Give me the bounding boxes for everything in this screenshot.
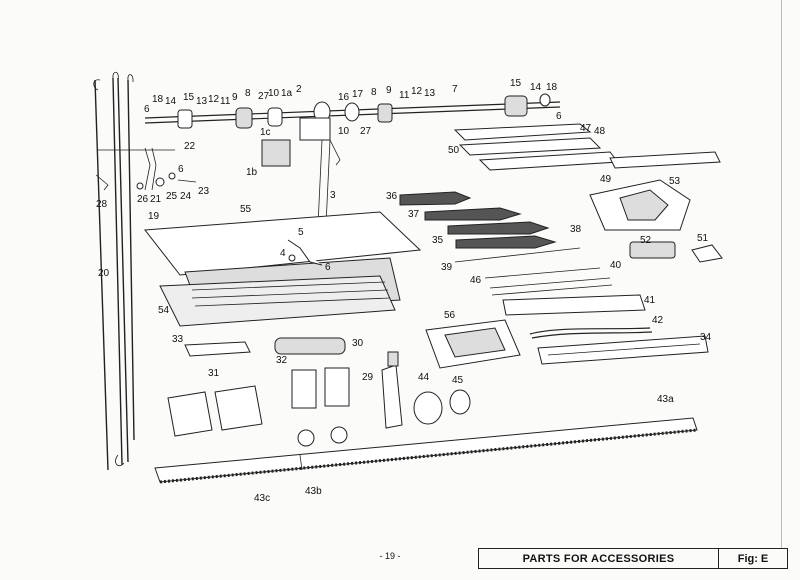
callout-1c: 1c <box>260 127 271 138</box>
callout-8: 8 <box>245 88 251 99</box>
cast-on-combs <box>154 417 698 484</box>
callout-52: 52 <box>640 235 652 246</box>
callout-9: 9 <box>386 85 392 96</box>
callout-49: 49 <box>600 174 612 185</box>
callout-18: 18 <box>546 82 558 93</box>
callout-48: 48 <box>594 126 606 137</box>
callout-13: 13 <box>424 88 436 99</box>
callout-51: 51 <box>697 233 709 244</box>
callout-7: 7 <box>452 84 458 95</box>
callout-36: 36 <box>386 191 398 202</box>
section-title: PARTS FOR ACCESSORIES <box>479 549 719 568</box>
callout-32: 32 <box>276 355 288 366</box>
callout-labels: 18 14 15 13 12 11 9 8 27 10 1a 2 6 1c 10… <box>96 78 712 504</box>
callout-6: 6 <box>325 262 331 273</box>
callout-12: 12 <box>208 94 220 105</box>
callout-43a: 43a <box>657 394 674 405</box>
figure-label: Fig: E <box>737 552 769 565</box>
callout-43c: 43c <box>254 493 270 504</box>
callout-16: 16 <box>338 92 350 103</box>
callout-45: 45 <box>452 375 464 386</box>
callout-42: 42 <box>652 315 664 326</box>
callout-19: 19 <box>148 211 160 222</box>
callout-20: 20 <box>98 268 110 279</box>
callout-6: 6 <box>178 164 184 175</box>
callout-26: 26 <box>137 194 149 205</box>
callout-1b: 1b <box>246 167 258 178</box>
callout-25: 25 <box>166 191 178 202</box>
title-block: PARTS FOR ACCESSORIES Fig: E <box>478 548 788 569</box>
callout-37: 37 <box>408 209 420 220</box>
callout-21: 21 <box>150 194 162 205</box>
callout-41: 41 <box>644 295 656 306</box>
accessory-strips <box>502 294 709 365</box>
callout-33: 33 <box>172 334 184 345</box>
callout-50: 50 <box>448 145 460 156</box>
callout-18: 18 <box>152 94 164 105</box>
callout-31: 31 <box>208 368 220 379</box>
callout-55: 55 <box>240 204 252 215</box>
callout-35: 35 <box>432 235 444 246</box>
callout-8: 8 <box>371 87 377 98</box>
callout-1a: 1a <box>281 88 293 99</box>
callout-24: 24 <box>180 191 192 202</box>
callout-12: 12 <box>411 86 423 97</box>
callout-53: 53 <box>669 176 681 187</box>
sinker-plates <box>144 211 422 327</box>
callout-6: 6 <box>556 111 562 122</box>
callout-56: 56 <box>444 310 456 321</box>
callout-11: 11 <box>220 96 231 107</box>
callout-15: 15 <box>510 78 522 89</box>
transfer-tools <box>399 191 613 296</box>
pattern-cards <box>425 319 521 369</box>
callout-9: 9 <box>232 92 238 103</box>
callout-3: 3 <box>330 190 336 201</box>
callout-14: 14 <box>165 96 177 107</box>
callout-47: 47 <box>580 123 592 134</box>
callout-27: 27 <box>360 126 372 137</box>
hand-tools <box>167 337 471 447</box>
page-margin-line <box>781 0 782 548</box>
callout-38: 38 <box>570 224 582 235</box>
callout-2: 2 <box>296 84 302 95</box>
callout-27: 27 <box>258 91 270 102</box>
callout-22: 22 <box>184 141 196 152</box>
callout-14: 14 <box>530 82 542 93</box>
callout-15: 15 <box>183 92 195 103</box>
needle-rods <box>93 71 135 471</box>
spring-parts <box>98 147 197 191</box>
page-number: - 19 - <box>379 551 401 561</box>
callout-17: 17 <box>352 89 364 100</box>
callout-30: 30 <box>352 338 364 349</box>
callout-40: 40 <box>610 260 622 271</box>
callout-4: 4 <box>280 248 286 259</box>
callout-23: 23 <box>198 186 210 197</box>
callout-39: 39 <box>441 262 453 273</box>
callout-46: 46 <box>470 275 482 286</box>
callout-13: 13 <box>196 96 208 107</box>
callout-5: 5 <box>298 227 304 238</box>
callout-43b: 43b <box>305 486 322 497</box>
callout-11: 11 <box>399 90 410 101</box>
shaft-assembly <box>144 93 561 226</box>
carriage-parts <box>453 123 723 263</box>
callout-10: 10 <box>268 88 280 99</box>
callout-54: 54 <box>158 305 170 316</box>
callout-28: 28 <box>96 199 108 210</box>
callout-29: 29 <box>362 372 374 383</box>
callout-44: 44 <box>418 372 430 383</box>
callout-6: 6 <box>144 104 150 115</box>
callout-10: 10 <box>338 126 350 137</box>
callout-34: 34 <box>700 332 712 343</box>
